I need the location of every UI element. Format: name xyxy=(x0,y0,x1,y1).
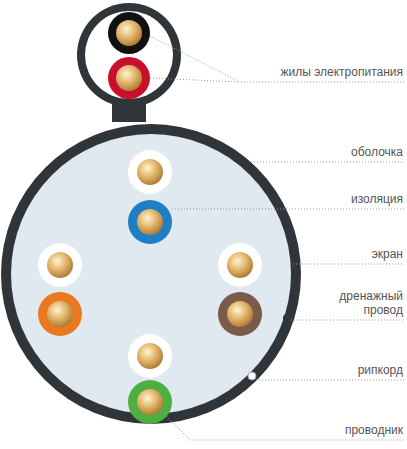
leader-lines xyxy=(150,36,404,440)
part-label: экран xyxy=(303,247,403,261)
drain-wire xyxy=(283,314,291,322)
black-core xyxy=(108,12,150,54)
core-conductor xyxy=(116,65,142,91)
part-label: жилы электропитания xyxy=(253,65,403,79)
part-label: проводник xyxy=(293,423,403,437)
part-label: изоляция xyxy=(293,192,403,206)
shield-fill xyxy=(11,134,291,414)
part-label: оболочка xyxy=(293,145,403,159)
outer-sheath xyxy=(1,124,301,424)
power-sheath xyxy=(77,3,181,107)
twisted-pairs xyxy=(38,150,262,424)
core-conductor xyxy=(116,20,142,46)
red-core xyxy=(108,57,150,99)
power-inner xyxy=(85,11,173,99)
part-label: дренажный провод xyxy=(323,289,403,317)
part-label: рипкорд xyxy=(293,363,403,377)
ripcord xyxy=(248,372,256,380)
